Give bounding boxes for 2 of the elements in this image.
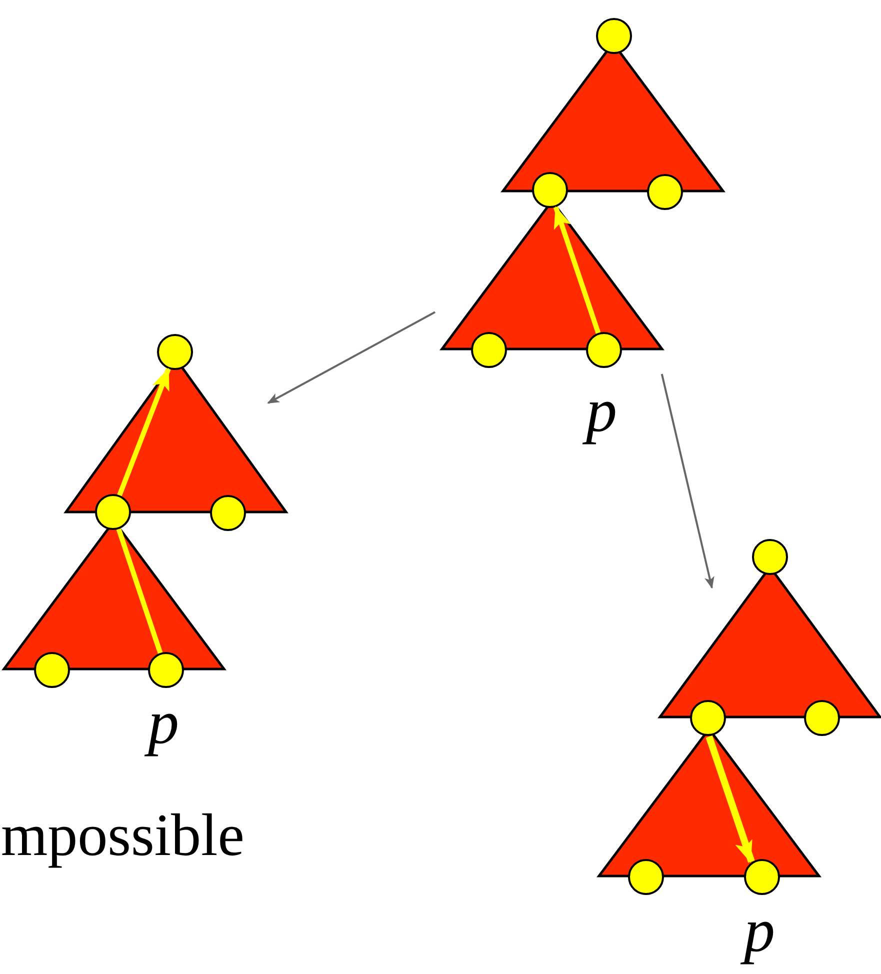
arrow	[267, 311, 436, 404]
arrow	[660, 374, 714, 589]
